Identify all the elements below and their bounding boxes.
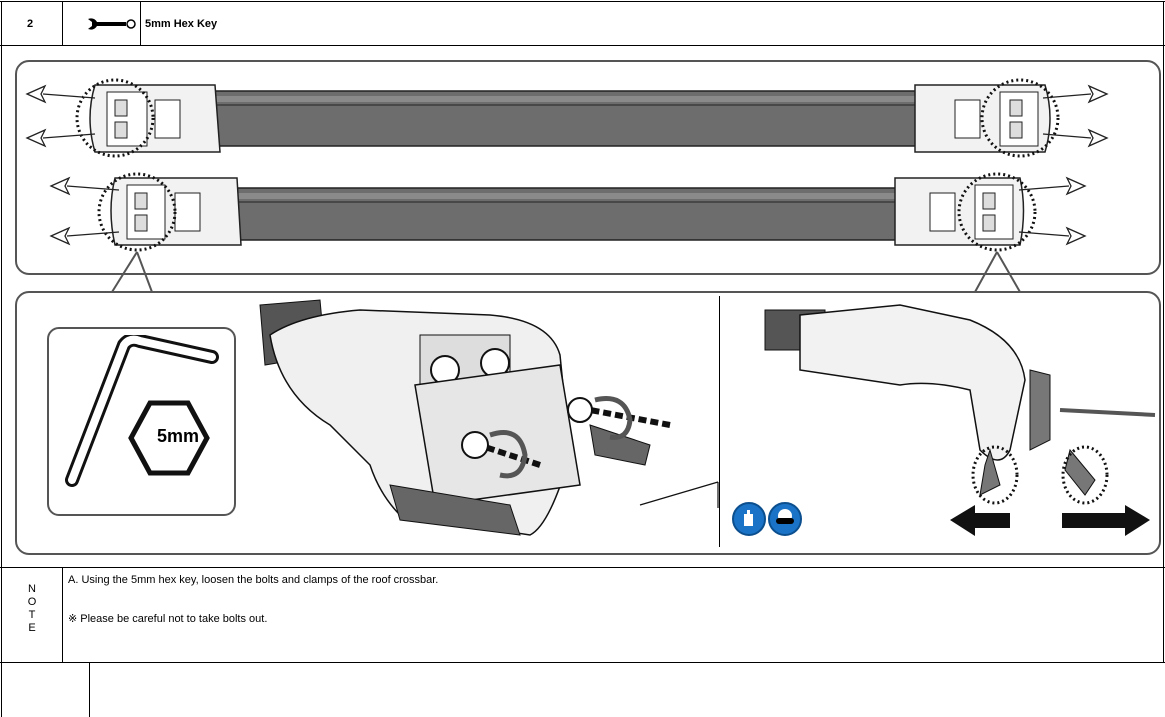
hex-size-label: 5mm	[156, 426, 200, 446]
detail-panel	[15, 291, 1161, 555]
zoom-connector-lines	[111, 251, 1021, 293]
upper-crossbar	[89, 84, 1051, 153]
clamp-closeup-illustration	[259, 299, 671, 536]
wrench-icon	[88, 18, 136, 30]
hexagon-shape	[128, 400, 210, 476]
hex-key-icon	[65, 335, 219, 487]
step-number: 2	[27, 18, 34, 30]
crossbar-overview-panel	[15, 60, 1161, 275]
hex-key-inset	[47, 327, 236, 516]
clamp-side-illustration	[764, 304, 1156, 536]
tool-name: 5mm Hex Key	[145, 18, 218, 30]
crossbar-overview-illustration	[25, 78, 1109, 252]
note-instruction-line: A. Using the 5mm hex key, loosen the bol…	[68, 574, 439, 586]
lower-crossbar	[110, 177, 1025, 246]
divider-wedge	[639, 481, 719, 508]
gloves-icon	[732, 502, 766, 536]
goggles-icon	[768, 502, 802, 536]
note-label: N O T E	[27, 583, 37, 634]
note-caution-line: ※ Please be careful not to take bolts ou…	[68, 613, 268, 625]
